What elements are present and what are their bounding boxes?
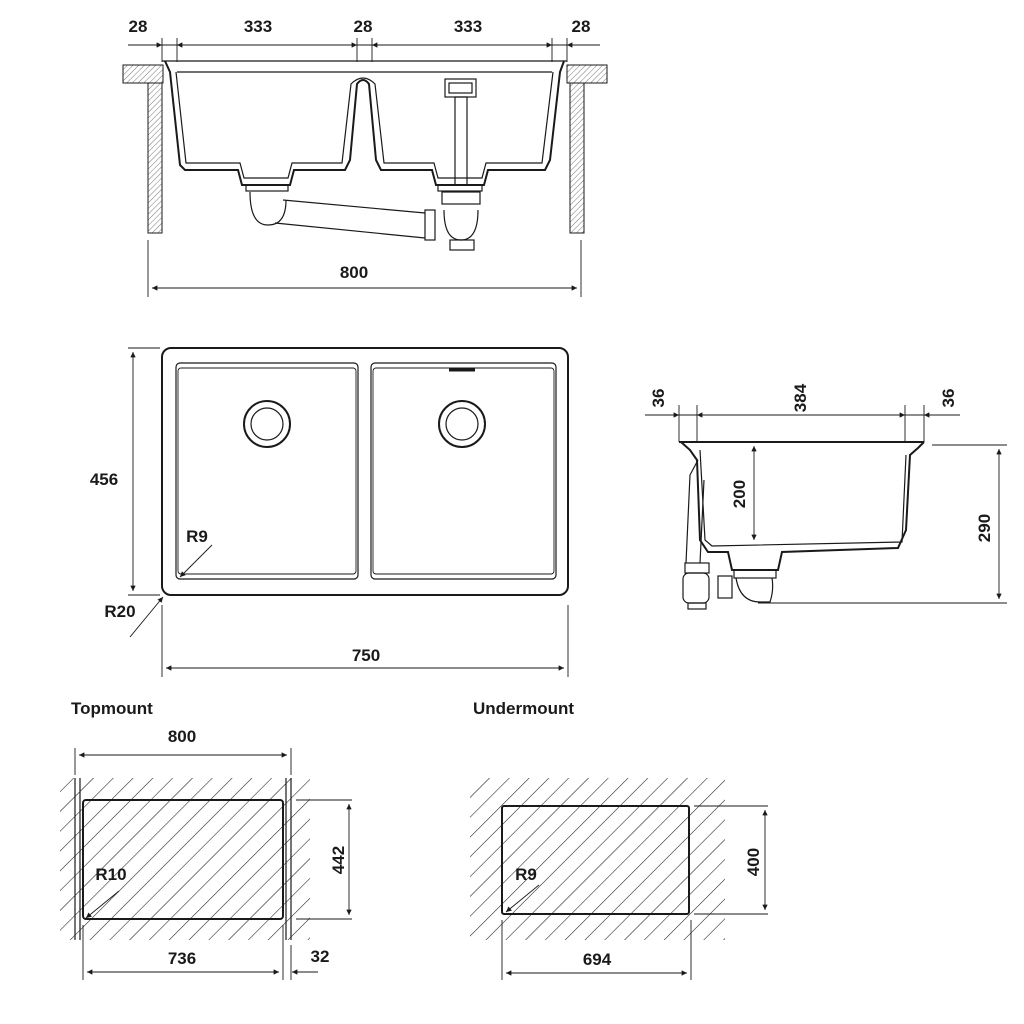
trap-right: [443, 209, 479, 241]
dim-side-bowl-width: 384: [791, 383, 810, 412]
dim-undermount-height: 400: [744, 848, 763, 876]
dim-topmount-gap: 32: [311, 947, 330, 966]
dim-topmount-height: 442: [329, 846, 348, 874]
waste-handle: [444, 78, 477, 98]
countertop-right: [566, 64, 608, 84]
topmount-cutout: Topmount 800 442 R10 736 32: [60, 699, 352, 980]
dim-topmount-overall: 800: [168, 727, 196, 746]
plan-view: 456 R9 R20 750: [90, 347, 569, 677]
dim-undermount-width: 694: [583, 950, 612, 969]
trap-left: [249, 191, 287, 226]
undermount-title: Undermount: [473, 699, 574, 718]
topmount-cutout-shape: [82, 799, 284, 920]
dim-side-rim-right: 36: [939, 389, 958, 408]
countertop-hatch: [470, 778, 725, 940]
dim-overall-depth: 290: [975, 514, 994, 542]
sink-profile-inner: [175, 71, 554, 179]
dim-undermount-radius: R9: [515, 865, 537, 884]
dim-height: 456: [90, 470, 118, 489]
cabinet-wall-left: [147, 82, 163, 234]
dim-outer-radius: R20: [104, 602, 135, 621]
side-view: 36 384 36 200 290: [645, 383, 1007, 610]
dim-width: 750: [352, 646, 380, 665]
dim-inner-radius: R9: [186, 527, 208, 546]
cabinet-wall-right: [569, 82, 585, 234]
countertop-left: [122, 64, 164, 84]
sink-outline: [161, 347, 569, 596]
dim-bowl-depth: 200: [730, 480, 749, 508]
section-view: 28 333 28 333 28 8: [122, 17, 608, 297]
dim-rim-right: 28: [572, 17, 591, 36]
dim-bowl-right: 333: [454, 17, 482, 36]
drain-right: [438, 400, 486, 448]
dim-bowl-left: 333: [244, 17, 272, 36]
dim-topmount-width: 736: [168, 949, 196, 968]
side-trap: [682, 572, 710, 604]
dim-overall-width: 800: [340, 263, 368, 282]
undermount-cutout-shape: [501, 805, 690, 915]
dim-topmount-radius: R10: [95, 865, 126, 884]
bowl-left: [175, 362, 359, 580]
side-bowl-profile: [679, 441, 925, 571]
dim-divider: 28: [354, 17, 373, 36]
topmount-title: Topmount: [71, 699, 153, 718]
sink-profile-outer: [164, 60, 565, 186]
drain-left: [243, 400, 291, 448]
dim-side-rim-left: 36: [649, 389, 668, 408]
countertop-hatch: [60, 778, 310, 940]
undermount-cutout: Undermount 400 R9 694: [470, 699, 768, 980]
bowl-right: [370, 362, 557, 580]
dim-rim-left: 28: [129, 17, 148, 36]
